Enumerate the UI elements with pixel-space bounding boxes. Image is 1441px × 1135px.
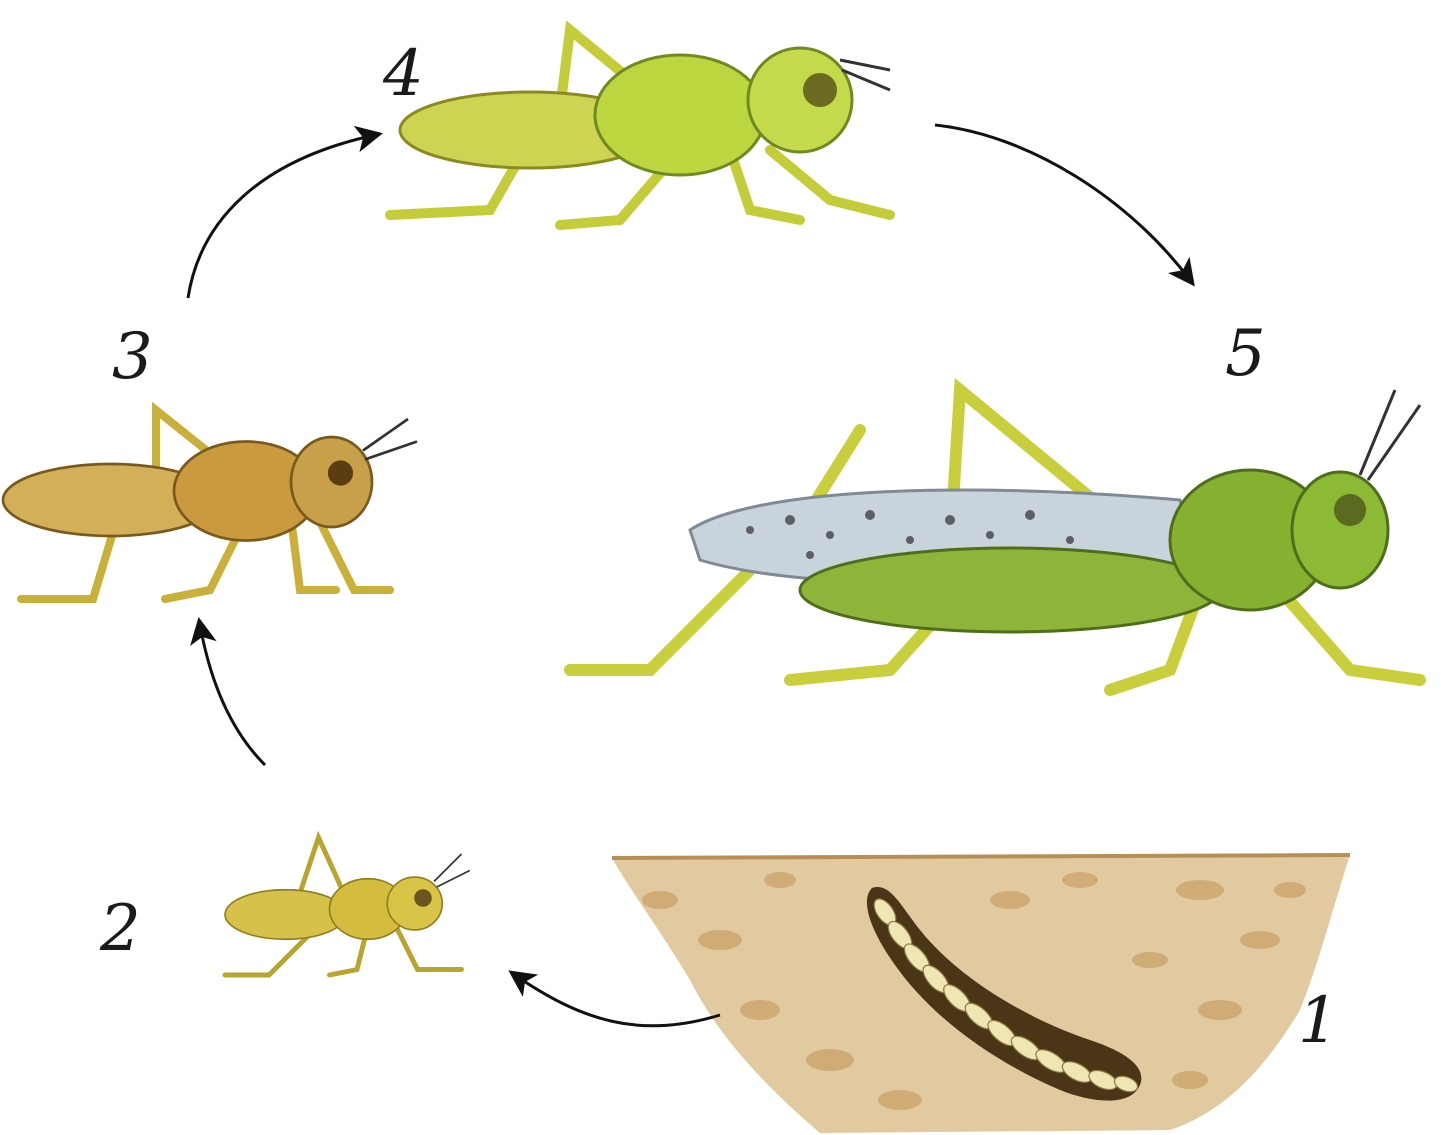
arrow-4-to-5: [935, 125, 1190, 280]
stage-5-adult: [570, 390, 1420, 690]
adult-abdomen: [800, 548, 1220, 632]
stage-number-1: 1: [1298, 984, 1339, 1058]
adult-head: [1292, 472, 1388, 588]
adult-eye: [1334, 494, 1366, 526]
stage-3-nymph: [3, 410, 417, 599]
stage-number-2: 2: [99, 892, 141, 966]
nymph-2-head: [387, 877, 442, 930]
nymph-3-eye: [328, 460, 353, 485]
nymph-4-head: [748, 48, 852, 152]
nymph-2-abdomen: [225, 890, 346, 940]
nymph-4-eye: [803, 73, 837, 107]
stage-1-egg-pod: [612, 855, 1350, 1133]
stage-2-nymph: [225, 838, 470, 976]
adult-antennae: [1360, 390, 1420, 480]
stage-number-3: 3: [112, 320, 153, 394]
nymph-4-thorax: [595, 55, 765, 175]
nymph-3-head: [291, 437, 372, 527]
nymph-2-eye: [414, 889, 432, 907]
nymph-2-antennae: [434, 854, 470, 887]
arrow-3-to-4: [188, 135, 375, 298]
stage-number-4: 4: [382, 37, 424, 111]
stage-number-5: 5: [1225, 317, 1266, 391]
arrow-1-to-2: [515, 975, 720, 1026]
nymph-3-antennae: [363, 419, 417, 460]
stage-4-nymph: [390, 30, 890, 225]
arrow-2-to-3: [200, 625, 265, 765]
